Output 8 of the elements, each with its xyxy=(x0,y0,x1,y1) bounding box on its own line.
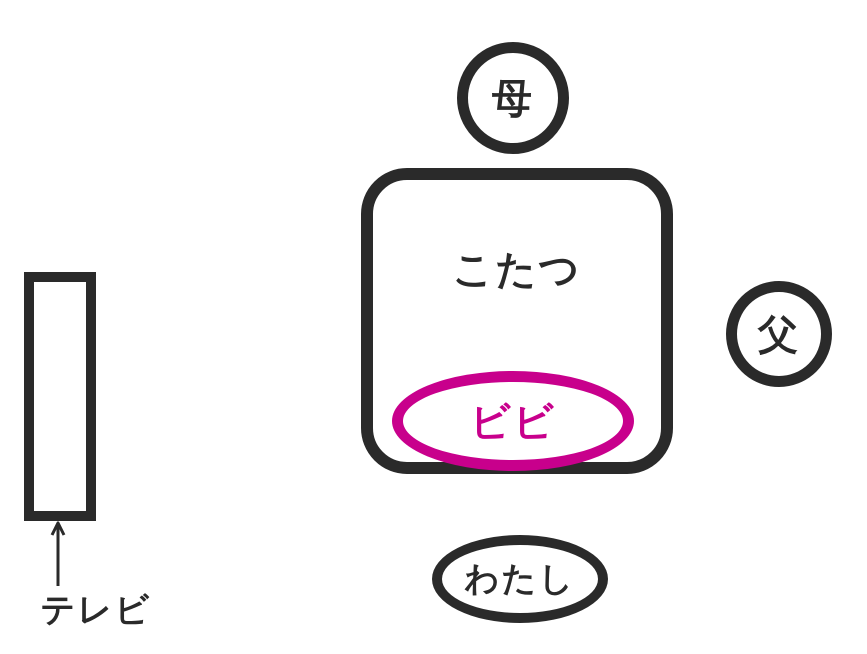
person-circle: 母 xyxy=(457,42,569,154)
pet-ellipse: ビビ xyxy=(392,371,634,471)
person-ellipse: わたし xyxy=(432,535,608,623)
arrow xyxy=(50,522,66,586)
kotatsu-box: こたつ ビビ xyxy=(361,168,673,474)
television-box xyxy=(24,272,96,521)
person-circle: 父 xyxy=(726,281,832,387)
tv-label: テレビ xyxy=(30,588,162,632)
